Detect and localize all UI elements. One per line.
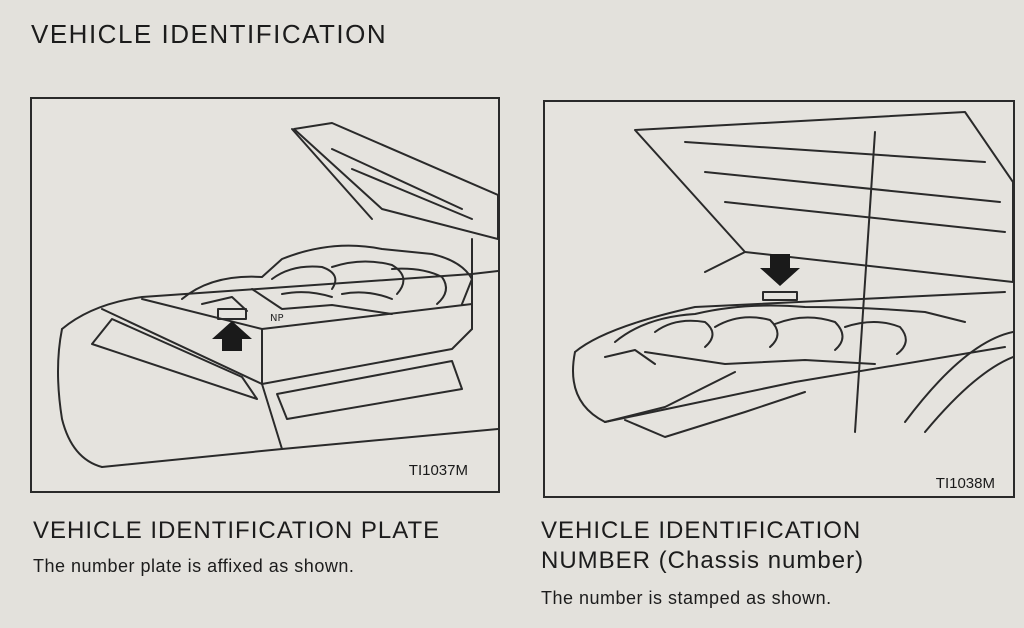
arrow-up-icon xyxy=(212,321,252,351)
right-heading: VEHICLE IDENTIFICATION NUMBER (Chassis n… xyxy=(541,516,864,576)
left-caption: The number plate is affixed as shown. xyxy=(33,556,355,576)
page-title: VEHICLE IDENTIFICATION xyxy=(31,19,388,49)
engine-bay-illustration-left: NP xyxy=(57,122,498,468)
engine-bay-illustration-right xyxy=(572,111,1013,438)
svg-text:NP: NP xyxy=(270,313,284,324)
figure-left: NP TI1037M xyxy=(30,97,500,493)
figure-id-left: TI1037M xyxy=(408,462,468,479)
left-heading: VEHICLE IDENTIFICATION PLATE xyxy=(33,517,441,544)
figure-id-right: TI1038M xyxy=(935,475,995,492)
right-caption: The number is stamped as shown. xyxy=(541,588,832,608)
right-heading-line2: NUMBER (Chassis number) xyxy=(541,547,865,574)
arrow-down-icon xyxy=(760,254,800,286)
figure-right: TI1038M xyxy=(543,100,1015,498)
right-heading-line1: VEHICLE IDENTIFICATION xyxy=(541,517,862,544)
